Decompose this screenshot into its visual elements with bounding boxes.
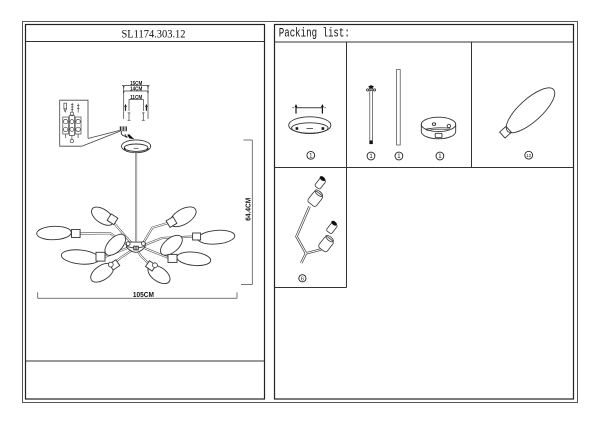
svg-text:15CM: 15CM: [130, 81, 142, 87]
svg-text:1: 1: [309, 154, 313, 160]
svg-text:SL1174.303.12: SL1174.303.12: [122, 29, 186, 41]
svg-text:1: 1: [369, 154, 373, 160]
svg-text:14CM: 14CM: [130, 87, 142, 93]
svg-text:11CM: 11CM: [130, 95, 142, 101]
svg-text:6: 6: [301, 276, 304, 282]
svg-text:Packing list:: Packing list:: [279, 26, 350, 41]
svg-text:105CM: 105CM: [133, 290, 154, 299]
svg-text:12: 12: [526, 153, 532, 158]
svg-text:64.4CM: 64.4CM: [246, 198, 253, 221]
svg-text:1: 1: [438, 154, 442, 160]
svg-text:1: 1: [397, 154, 401, 160]
